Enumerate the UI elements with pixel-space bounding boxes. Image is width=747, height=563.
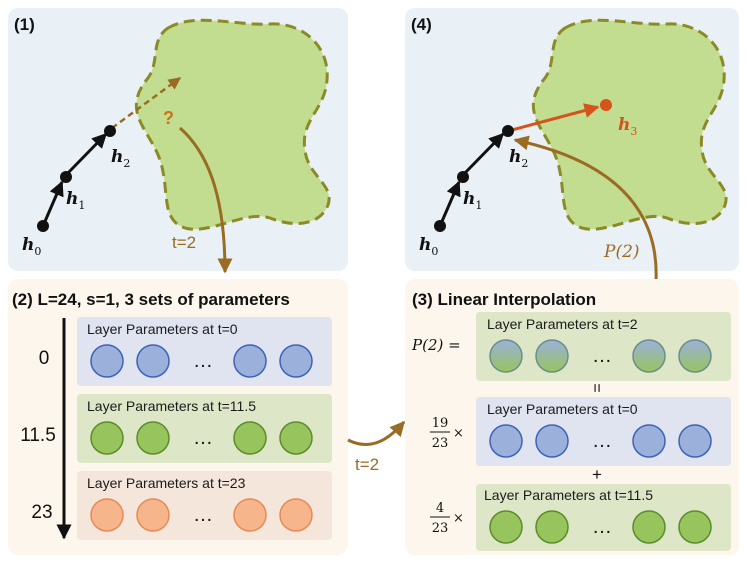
panel-2-label: (2) L=24, s=1, 3 sets of parameters: [12, 290, 290, 309]
svg-text:4: 4: [436, 501, 444, 516]
svg-text:Layer Parameters at t=2: Layer Parameters at t=2: [487, 316, 638, 332]
target-region: [134, 18, 331, 231]
svg-text:×: ×: [453, 426, 464, 441]
axis-tick-23: 23: [31, 502, 52, 523]
label-h0: h0: [22, 235, 41, 258]
coefficient-19-23: 19 23 ×: [430, 416, 464, 451]
svg-text:×: ×: [453, 511, 464, 526]
svg-text:23: 23: [432, 436, 449, 451]
dashed-prediction-arrow: [111, 76, 182, 130]
label-h1-4: h1: [463, 189, 482, 212]
arrow-h2-h3: [507, 103, 600, 133]
svg-text:Layer Parameters at t=0: Layer Parameters at t=0: [487, 401, 638, 417]
svg-text:Layer Parameters at t=23: Layer Parameters at t=23: [87, 475, 246, 491]
p2-label-panel4: P(2): [603, 242, 640, 262]
t-label-panel1: t=2: [172, 233, 196, 252]
arrow-h1-h2-4: [461, 132, 505, 177]
svg-text:…: …: [592, 430, 612, 452]
svg-text:…: …: [193, 504, 213, 526]
panel-1-label: (1): [14, 15, 35, 34]
coefficient-4-23: 4 23 ×: [430, 501, 464, 536]
svg-text:…: …: [592, 345, 612, 367]
svg-text:…: …: [193, 427, 213, 449]
node-h2: [104, 125, 116, 137]
node-h1-4: [457, 171, 469, 183]
node-h0-4: [434, 220, 446, 232]
layer-box-t0-p3: Layer Parameters at t=0 …: [476, 397, 731, 466]
layer-box-t2: Layer Parameters at t=2 …: [476, 312, 731, 381]
svg-text:Layer Parameters at t=11.5: Layer Parameters at t=11.5: [87, 398, 256, 414]
plus-sign: +: [592, 465, 602, 484]
p2-equation: P(2) =: [411, 336, 461, 354]
svg-text:…: …: [193, 350, 213, 372]
layer-box-t11-5: Layer Parameters at t=11.5 …: [77, 394, 332, 463]
equals-sign: =: [588, 383, 605, 392]
curved-arrow-t2-right: [347, 420, 406, 446]
label-h1: h1: [66, 189, 85, 212]
svg-text:23: 23: [432, 521, 449, 536]
node-h0: [37, 220, 49, 232]
label-h3: h3: [618, 115, 637, 138]
question-mark: ?: [163, 108, 174, 128]
axis-tick-0: 0: [39, 348, 50, 369]
curved-arrow-t2-down: [179, 126, 233, 274]
layer-box-t0: Layer Parameters at t=0 …: [77, 317, 332, 386]
svg-text:Layer Parameters at t=0: Layer Parameters at t=0: [87, 321, 238, 337]
panel-3-label: (3) Linear Interpolation: [412, 290, 596, 309]
arrow-h0-h1: [41, 180, 64, 227]
layer-box-t11-5-p3: Layer Parameters at t=11.5 …: [476, 484, 731, 551]
node-h2-4: [502, 125, 514, 137]
label-h0-4: h0: [419, 235, 438, 258]
node-h3: [600, 99, 612, 111]
svg-text:…: …: [592, 516, 612, 538]
layer-box-t23: Layer Parameters at t=23 …: [77, 471, 332, 540]
t-label-middle: t=2: [355, 455, 379, 474]
svg-text:19: 19: [432, 416, 449, 431]
panel-4-label: (4): [411, 15, 432, 34]
arrow-h1-h2: [64, 132, 108, 177]
node-h1: [60, 171, 72, 183]
axis-tick-11-5: 11.5: [20, 425, 56, 446]
label-h2-4: h2: [509, 147, 528, 170]
arrow-h0-h1-4: [438, 180, 461, 227]
svg-text:Layer Parameters at t=11.5: Layer Parameters at t=11.5: [484, 487, 653, 503]
label-h2: h2: [111, 147, 130, 170]
